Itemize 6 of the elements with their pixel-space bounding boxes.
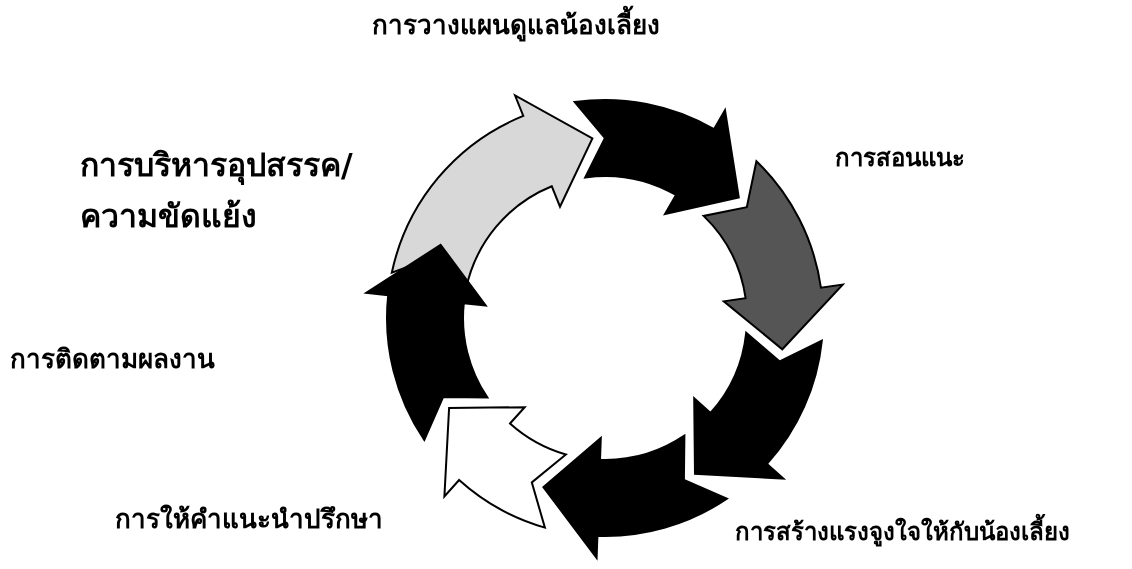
- stage-label: การสร้างแรงจูงใจให้กับน้องเลี้ยง: [735, 512, 1070, 551]
- stage-label: การให้คำแนะนำปรึกษา: [115, 498, 383, 539]
- stage-label: การวางแผนดูแลน้องเลี้ยง: [372, 4, 660, 45]
- stage-label: การติดตามผลงาน: [10, 338, 215, 379]
- stage-label: การสอนแนะ: [835, 138, 965, 177]
- stage-label: การบริหารอุปสรรค/ ความขัดแย้ง: [80, 140, 400, 243]
